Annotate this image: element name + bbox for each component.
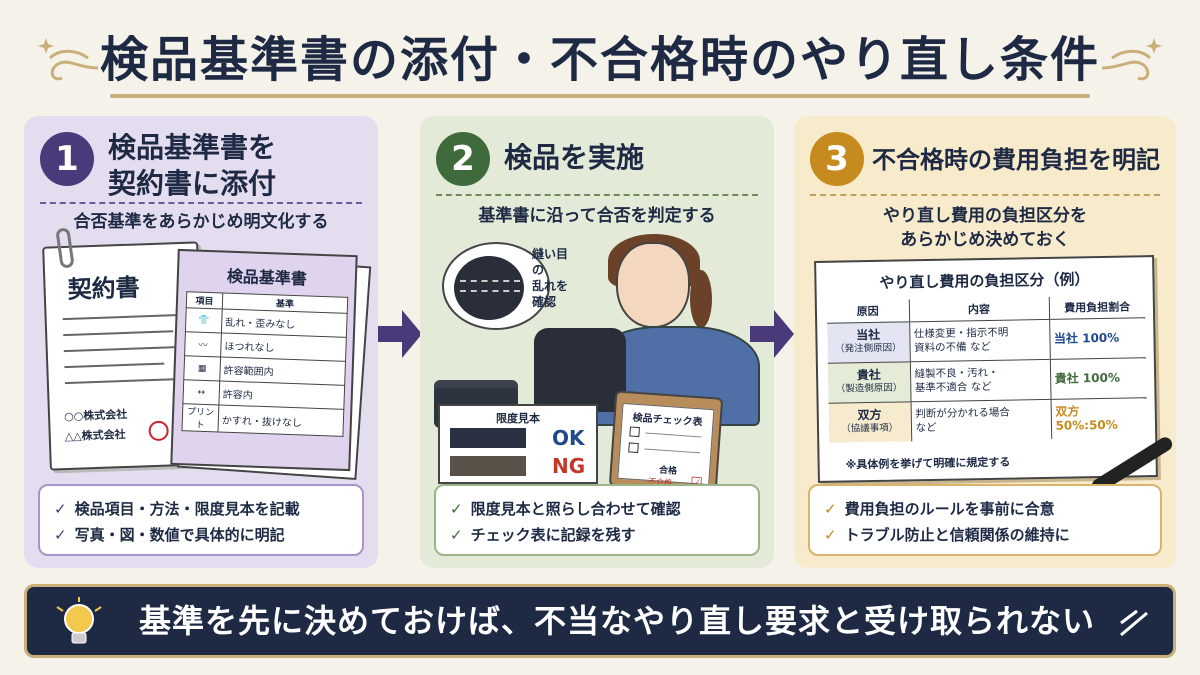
step1-title-line1: 検品基準書を xyxy=(108,131,277,164)
fabric-closeup xyxy=(454,256,524,320)
tshirt-icon: 👕 xyxy=(185,307,223,333)
table-row: 当社（発注側原因） 仕様変更・指示不明資料の不備 など 当社 100% xyxy=(827,317,1146,363)
step3-title: 不合格時の費用負担を明記 xyxy=(872,142,1160,178)
cost-share-table: 原因 内容 費用負担割合 当社（発注側原因） 仕様変更・指示不明資料の不備 など… xyxy=(826,295,1148,443)
summary-banner: 基準を先に決めておけば、不当なやり直し要求と受け取られない xyxy=(24,584,1176,658)
text-line xyxy=(62,313,183,321)
step3-number-badge: 3 xyxy=(810,132,864,186)
flourish-ornament-icon xyxy=(1101,38,1162,81)
title-area: 検品基準書の添付・不合格時のやり直し条件 xyxy=(0,0,1200,108)
cost-table-title: やり直し費用の負担区分（例） xyxy=(879,270,1090,292)
sparkle-icon xyxy=(1120,609,1148,637)
step1-title: 検品基準書を 契約書に添付 xyxy=(108,130,276,202)
step1-panel: 1 検品基準書を 契約書に添付 合否基準をあらかじめ明文化する 契約書 ○○株式… xyxy=(24,116,378,568)
check-icon: ✓ xyxy=(824,526,837,544)
zoom-bubble xyxy=(442,242,550,330)
step2-title-line1: 検品を実施 xyxy=(504,141,645,174)
step1-subtitle: 合否基準をあらかじめ明文化する xyxy=(73,212,329,232)
limit-sample-card: 限度見本 OK NG xyxy=(438,404,598,484)
standard-title: 検品基準書 xyxy=(226,266,308,289)
step2-panel: 2 検品を実施 基準書に沿って合否を判定する 縫い目の 乱れを 確認 限度見本 … xyxy=(420,116,774,568)
divider xyxy=(436,194,758,196)
inspection-scene: 縫い目の 乱れを 確認 限度見本 OK NG 検品チェック表 合格 不合格 xyxy=(420,234,774,494)
standard-table: 項目 基準 👕 乱れ・歪みなし 〰 ほつれなし ▦ 許容範囲内 ↔ 許容内 プリ… xyxy=(181,291,349,437)
header-detail: 内容 xyxy=(908,296,1050,322)
flourish-ornament-icon xyxy=(38,38,99,81)
step3-checklist: ✓費用負担のルールを事前に合意 ✓トラブル防止と信頼関係の維持に xyxy=(808,484,1162,556)
inspector-ponytail xyxy=(690,270,712,328)
check-icon: ✓ xyxy=(824,500,837,518)
inspection-standard-document: 検品基準書 項目 基準 👕 乱れ・歪みなし 〰 ほつれなし ▦ 許容範囲内 ↔ … xyxy=(170,248,358,472)
step1-title-line2: 契約書に添付 xyxy=(108,167,277,200)
check-icon: ✓ xyxy=(450,526,463,544)
ng-swatch xyxy=(450,456,526,476)
text-line xyxy=(63,345,184,353)
limit-card-title: 限度見本 xyxy=(496,412,540,425)
list-item: ✓トラブル防止と信頼関係の維持に xyxy=(824,526,1070,544)
header-share: 費用負担割合 xyxy=(1048,295,1146,319)
table-note: ※具体例を挙げて明確に規定する xyxy=(845,455,1011,472)
table-row: プリント かすれ・抜けなし xyxy=(181,403,344,437)
ng-label: NG xyxy=(552,454,586,478)
company-b: △△株式会社 xyxy=(64,427,126,444)
step3-panel: 3 不合格時の費用負担を明記 やり直し費用の負担区分を あらかじめ決めておく や… xyxy=(794,116,1176,568)
step2-subtitle: 基準書に沿って合否を判定する xyxy=(478,206,716,226)
step1-checklist: ✓検品項目・方法・限度見本を記載 ✓写真・図・数値で具体的に明記 xyxy=(38,484,364,556)
step2-number-badge: 2 xyxy=(436,132,490,186)
list-item: ✓検品項目・方法・限度見本を記載 xyxy=(54,500,300,518)
ok-label: OK xyxy=(552,426,585,450)
cost-share-sheet: やり直し費用の負担区分（例） 原因 内容 費用負担割合 当社（発注側原因） 仕様… xyxy=(814,255,1158,483)
text-line xyxy=(64,378,179,385)
arrow-right-icon xyxy=(378,310,422,358)
step2-checklist: ✓限度見本と照らし合わせて確認 ✓チェック表に記録を残す xyxy=(434,484,760,556)
pass-label: 合格 xyxy=(658,465,678,477)
seal-stamp-icon xyxy=(148,420,169,442)
inspector-face xyxy=(616,242,690,328)
text-line xyxy=(64,362,165,369)
inspected-shirt xyxy=(534,328,626,412)
company-a: ○○株式会社 xyxy=(63,407,128,424)
page-title: 検品基準書の添付・不合格時のやり直し条件 xyxy=(99,32,1100,88)
checklist-clipboard: 検品チェック表 合格 不合格 ☑ xyxy=(608,390,724,494)
contract-title: 契約書 xyxy=(67,273,141,304)
header-cause: 原因 xyxy=(826,299,910,323)
title-underline xyxy=(110,94,1090,98)
checkbox-icon xyxy=(629,426,640,438)
seam-icon: 〰 xyxy=(184,331,222,357)
table-row: 貴社（製造側原因） 縫製不良・汚れ・基準不適合 など 貴社 100% xyxy=(827,357,1147,403)
step2-title: 検品を実施 xyxy=(504,140,644,176)
ok-swatch xyxy=(450,428,526,448)
stain-icon: ▦ xyxy=(183,355,221,381)
list-item: ✓チェック表に記録を残す xyxy=(450,526,636,544)
list-item: ✓費用負担のルールを事前に合意 xyxy=(824,500,1055,518)
checkbox-icon xyxy=(628,442,639,454)
list-item: ✓写真・図・数値で具体的に明記 xyxy=(54,526,285,544)
step1-number-badge: 1 xyxy=(40,132,94,186)
step3-subtitle: やり直し費用の負担区分を あらかじめ決めておく xyxy=(883,206,1087,250)
text-line xyxy=(63,330,174,337)
lightbulb-icon xyxy=(56,597,102,644)
step3-title-line1: 不合格時の費用負担を明記 xyxy=(872,146,1160,174)
measure-icon: ↔ xyxy=(182,379,220,405)
table-row: 双方（協議事項） 判断が分かれる場合など 双方 50%:50% xyxy=(828,397,1148,443)
standard-header-item: 項目 xyxy=(186,291,223,310)
check-icon: ✓ xyxy=(54,500,67,518)
divider xyxy=(810,194,1160,196)
check-icon: ✓ xyxy=(54,526,67,544)
bubble-caption: 縫い目の 乱れを 確認 xyxy=(532,247,569,309)
banner-message: 基準を先に決めておけば、不当なやり直し要求と受け取られない xyxy=(139,602,1096,640)
list-item: ✓限度見本と照らし合わせて確認 xyxy=(450,500,681,518)
arrow-right-icon xyxy=(750,310,794,358)
check-icon: ✓ xyxy=(450,500,463,518)
divider xyxy=(40,202,362,204)
